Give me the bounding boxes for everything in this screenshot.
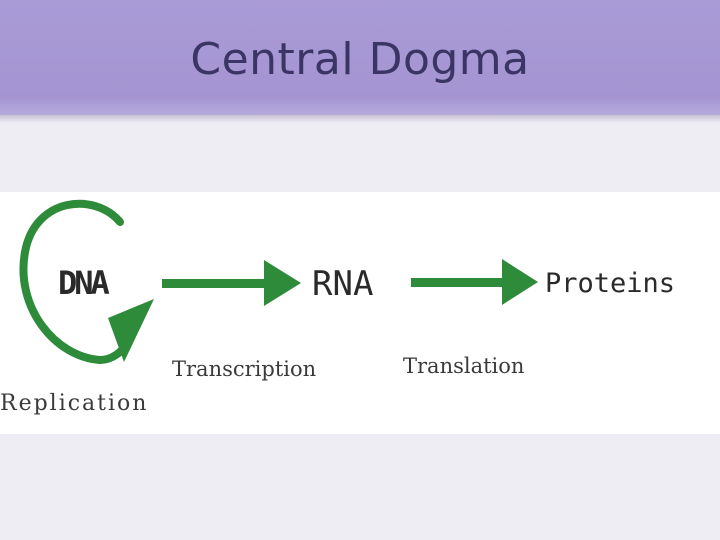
transcription-arrow-shaft: [162, 279, 270, 288]
title-bar: Central Dogma: [0, 0, 720, 115]
dna-label: DNA: [58, 264, 110, 302]
transcription-label: Transcription: [172, 357, 316, 381]
replication-label: Replication: [0, 391, 148, 416]
translation-arrowhead: [502, 259, 538, 305]
translation-label: Translation: [403, 354, 524, 378]
title-bar-shadow: [0, 115, 720, 123]
proteins-label: Proteins: [545, 268, 675, 299]
slide-title: Central Dogma: [190, 34, 530, 85]
translation-arrow-shaft: [411, 278, 507, 287]
rna-label: RNA: [312, 264, 373, 304]
replication-loop-arrow: [19, 199, 154, 365]
replication-arrowhead: [108, 299, 154, 362]
replication-loop-path: [19, 199, 132, 365]
central-dogma-diagram: DNA RNA Proteins Transcription Translati…: [0, 199, 675, 416]
transcription-arrow: [162, 260, 301, 306]
translation-arrow: [411, 259, 538, 305]
diagram-panel: DNA RNA Proteins Transcription Translati…: [0, 192, 720, 434]
transcription-arrowhead: [264, 260, 301, 306]
